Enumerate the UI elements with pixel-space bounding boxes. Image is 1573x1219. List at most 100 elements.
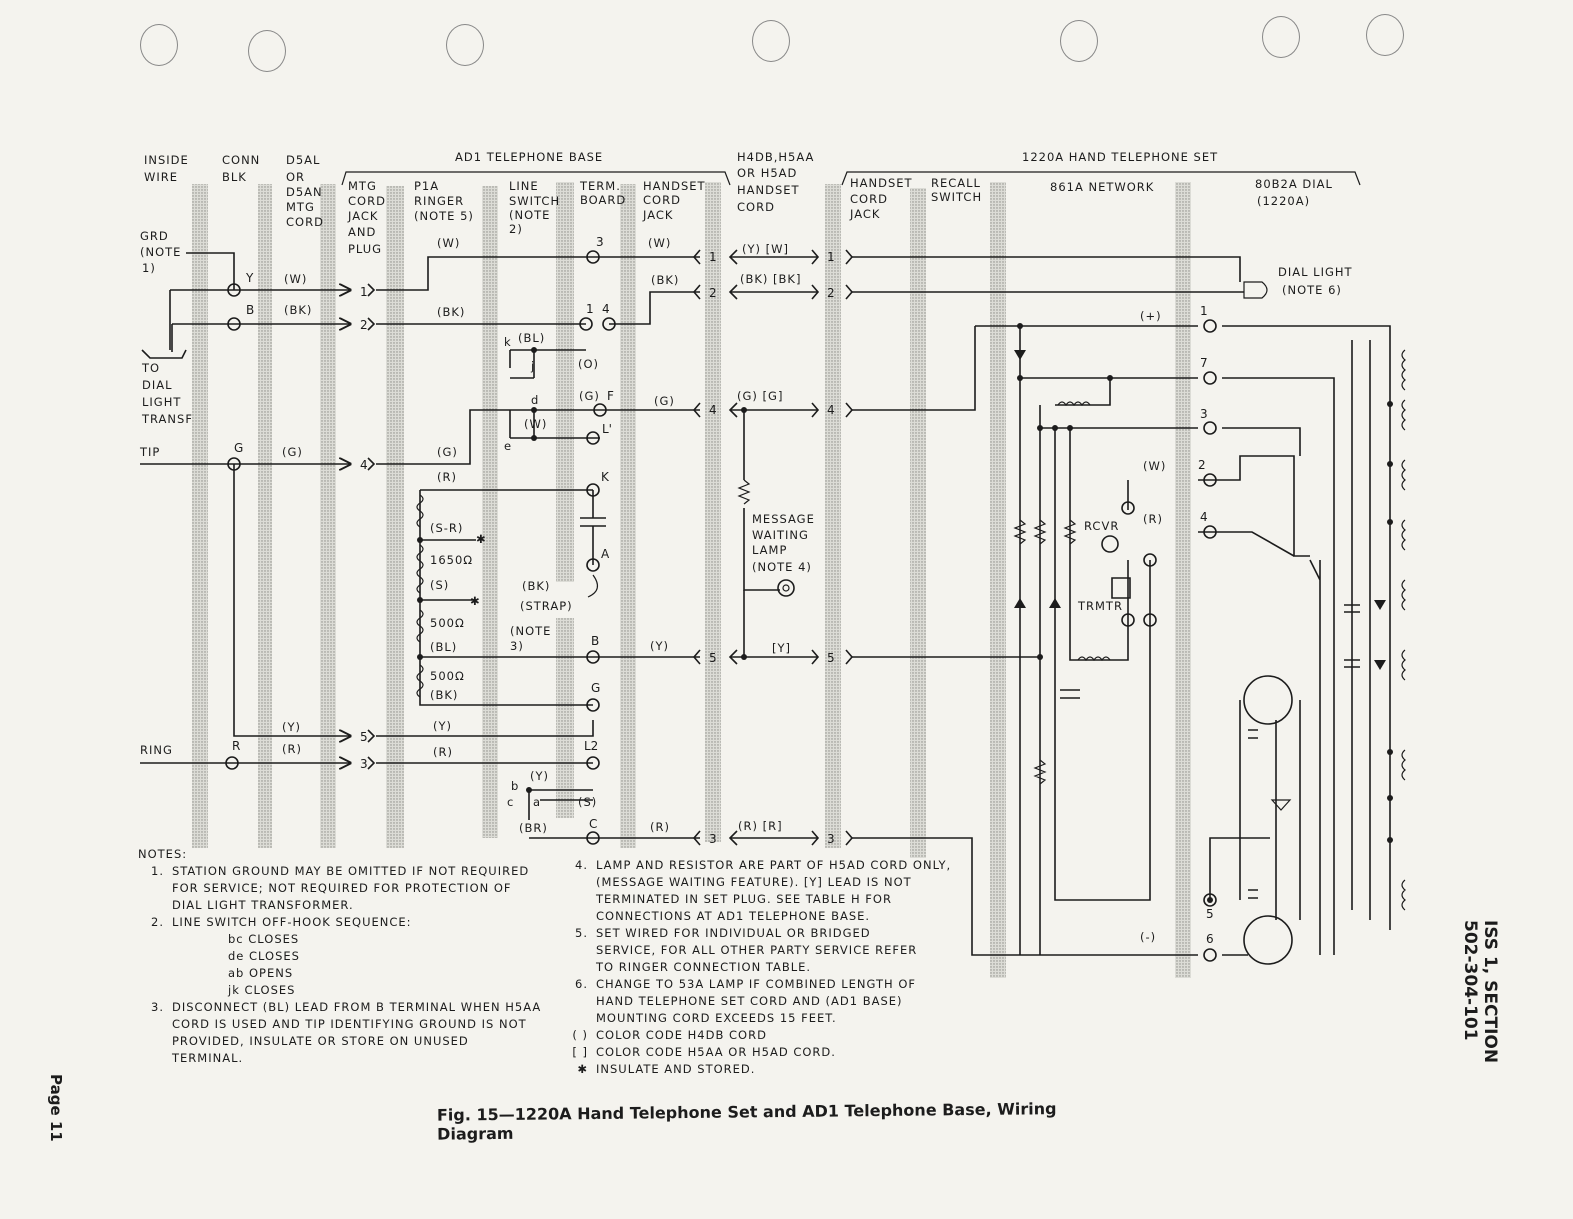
to-dial-label-3: LIGHT [142,395,181,409]
ringer-s: (S) [430,578,449,592]
note-text: CORD IS USED AND TIP IDENTIFYING GROUND … [172,1017,527,1031]
punch-hole [1060,20,1098,62]
switch-o: (O) [578,357,599,371]
network-terminal [1121,613,1135,627]
lamp-label-2: WAITING [752,528,809,542]
tb-3: 3 [596,235,604,249]
switch-j: j [530,359,535,373]
tb-g: G [591,681,600,695]
note-number: 1. [151,864,164,878]
key-asterisk: ✱ INSULATE AND STORED. [562,1061,962,1078]
notes-right: 4. LAMP AND RESISTOR ARE PART OF H5AD CO… [562,857,962,1078]
ringer-r2: (R) [433,745,453,759]
header-dial: 80B2A DIAL [1255,177,1333,191]
shaded-strips [192,182,1191,978]
note-text: SERVICE, FOR ALL OTHER PARTY SERVICE REF… [596,943,918,957]
dial-light-label-2: (NOTE 6) [1282,283,1342,297]
key-symbol: [ ] [572,1045,588,1059]
tip-label: TIP [139,445,160,459]
set-pin-5: 5 [827,651,835,665]
header-mtg-cord-4: AND [348,225,376,239]
dial-terminal [1203,893,1217,907]
note-text: MOUNTING CORD EXCEEDS 15 FEET. [596,1011,837,1025]
dial-terminal [1203,371,1217,385]
tb-g-lbl: (G) [579,389,600,403]
plug-pin-2: 2 [360,318,368,332]
switch-c: c [507,795,514,809]
header-recall-2: SWITCH [931,190,982,204]
tb-l2: L2 [584,739,598,753]
header-line-switch-4: 2) [509,222,523,236]
switch-k: k [504,335,512,349]
header-term-board-2: BOARD [580,193,626,207]
header-mtg-cord-5: PLUG [348,242,382,256]
note-text: TERMINAL. [172,1051,244,1065]
tb-f: F [607,389,614,403]
tb-a: A [601,547,610,561]
header-conn: CONN [222,153,260,167]
ad1-base-wiring: (W) (BK) (G) (R) (S-R) 1650Ω (S) 500Ω (B… [376,235,717,846]
switch-e: e [504,439,512,453]
tb-lprime: L' [602,422,612,436]
terminal-screw [227,283,241,297]
header-mtg: MTG [286,200,315,214]
terminal-screw [227,457,241,471]
cord-yw: (Y) [W] [742,242,789,256]
terminal-screw [586,431,600,445]
header-h4db-4: CORD [737,200,775,214]
left-labels: GRD (NOTE 1) TO DIAL LIGHT TRANSF TIP RI… [139,229,192,757]
set-pin-3: 3 [827,832,835,846]
jack-pin-2: 2 [709,286,717,300]
terminal-screw [586,650,600,664]
network-terminal [1143,553,1157,567]
punch-hole [1262,16,1300,58]
key-paren: ( ) COLOR CODE H4DB CORD [562,1027,962,1044]
header-inside-wire-2: WIRE [144,170,178,184]
asterisk: ✱ [476,532,487,546]
to-dial-label-2: DIAL [142,378,173,392]
asterisk: ✱ [470,594,481,608]
key-text: COLOR CODE H5AA OR H5AD CORD. [596,1045,836,1059]
note-text: DISCONNECT (BL) LEAD FROM B TERMINAL WHE… [172,1000,542,1014]
note-5: 5. SET WIRED FOR INDIVIDUAL OR BRIDGED S… [562,925,962,976]
header-d5al-or: OR [286,170,305,184]
dial-term-3: 3 [1200,407,1208,421]
color-r: (R) [282,742,302,756]
terminal-screw [225,756,239,770]
header-dial-2: (1220A) [1257,194,1310,208]
terminal-r: R [232,739,240,753]
jack-pin-4: 4 [709,403,717,417]
header-cord: CORD [286,215,324,229]
cord-gg: (G) [G] [737,389,783,403]
key-symbol: ✱ [577,1062,588,1076]
note-text: TO RINGER CONNECTION TABLE. [596,960,812,974]
note-4: 4. LAMP AND RESISTOR ARE PART OF H5AD CO… [562,857,962,925]
note-6: 6. CHANGE TO 53A LAMP IF COMBINED LENGTH… [562,976,962,1027]
dial-term-6: 6 [1206,932,1214,946]
terminal-screw [586,250,600,264]
lamp-label-3: LAMP [752,543,787,557]
dial-term-1: 1 [1200,304,1208,318]
note-text: CONNECTIONS AT AD1 TELEPHONE BASE. [596,909,871,923]
ad1-bracket [341,171,731,186]
ringer-1650: 1650Ω [430,553,473,567]
dial-terminal [1203,525,1217,539]
key-bracket: [ ] COLOR CODE H5AA OR H5AD CORD. [562,1044,962,1061]
strap-bk: (BK) [522,579,550,593]
punch-hole [446,24,484,66]
note-text: FOR SERVICE; NOT REQUIRED FOR PROTECTION… [172,881,512,895]
dial-terminal [1203,473,1217,487]
header-inside-wire: INSIDE [144,153,189,167]
note-text: TERMINATED IN SET PLUG. SEE TABLE H FOR [596,892,892,906]
jack-pin-5: 5 [709,651,717,665]
ringer-bl: (BL) [430,640,457,654]
notes-left: NOTES: 1. STATION GROUND MAY BE OMITTED … [138,846,558,1067]
jack-pin-1: 1 [709,250,717,264]
page-number: Page 11 [47,1074,65,1142]
header-ringer-2: RINGER [414,194,464,208]
set-pin-2: 2 [827,286,835,300]
header-line-switch-2: SWITCH [509,194,560,208]
switch-y: (Y) [530,769,549,783]
note3-ref-2: 3) [510,639,524,653]
